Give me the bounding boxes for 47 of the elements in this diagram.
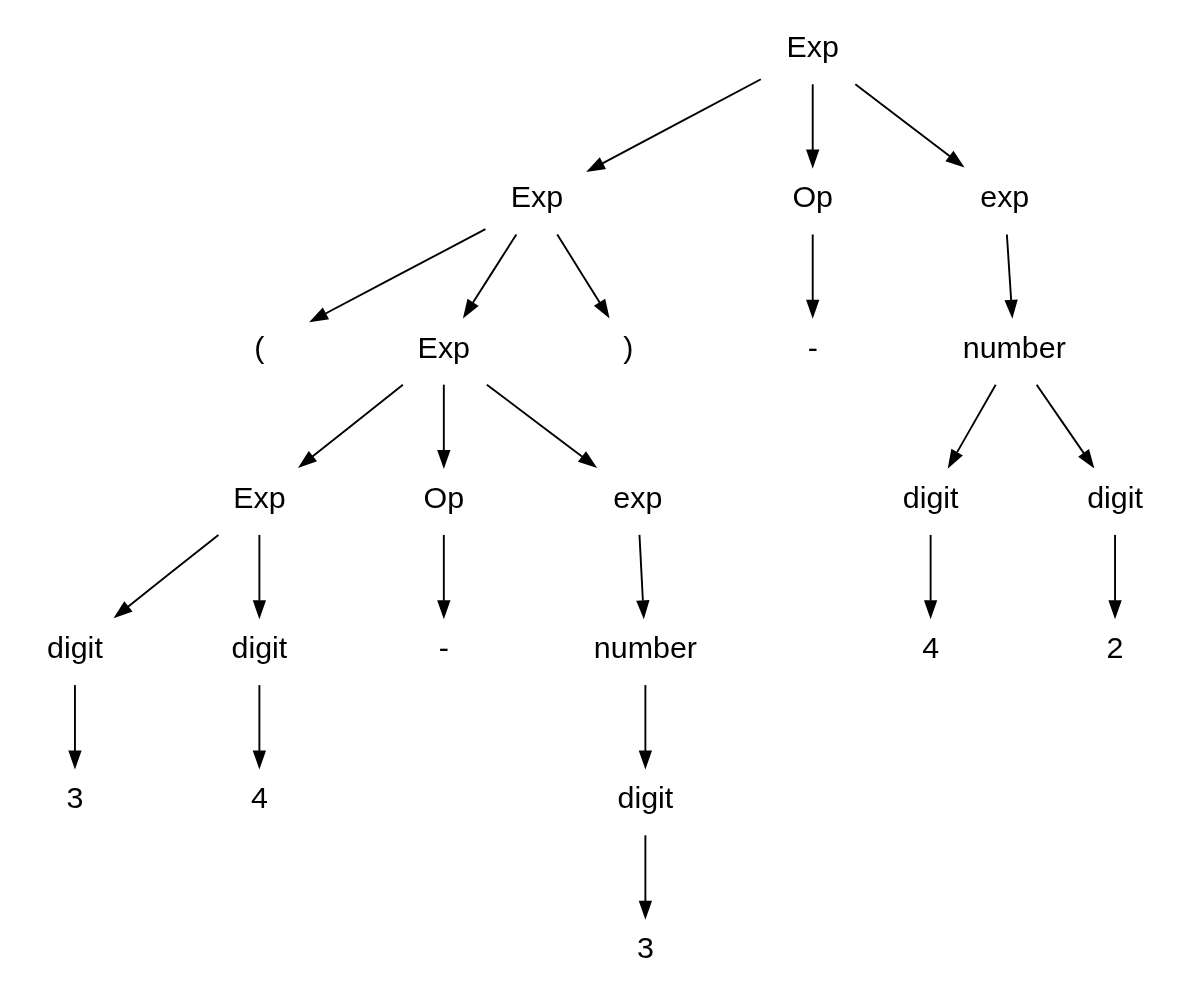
node-text: 3 — [636, 930, 654, 965]
node-text: digit — [617, 780, 674, 815]
arrow — [297, 383, 404, 468]
arrow — [854, 83, 965, 168]
node-text: - — [438, 629, 449, 664]
arrow — [252, 684, 267, 770]
node-text: Exp — [786, 29, 839, 64]
node-text: digit — [231, 629, 288, 664]
node-text: 4 — [922, 629, 940, 664]
node-text: ( — [254, 329, 265, 364]
arrow — [113, 533, 220, 619]
arrow — [1004, 233, 1018, 319]
arrow — [923, 533, 938, 620]
arrow — [68, 684, 82, 770]
arrow — [556, 233, 610, 319]
node-text: digit — [1087, 479, 1143, 514]
arrow — [806, 83, 820, 169]
arrow — [462, 233, 518, 319]
arrow — [1035, 383, 1095, 469]
arrow — [586, 78, 762, 173]
arrow — [485, 383, 598, 468]
arrow — [947, 383, 997, 469]
node-text: 3 — [66, 780, 84, 815]
node-text: Exp — [233, 479, 286, 514]
node-text: Op — [792, 179, 833, 214]
arrow — [252, 533, 267, 620]
node-text: digit — [902, 479, 959, 514]
arrow — [1108, 533, 1122, 620]
node-text: 4 — [250, 780, 268, 815]
node-text: exp — [980, 179, 1030, 214]
arrow — [638, 684, 653, 770]
node-text: digit — [47, 629, 103, 664]
node-text: ) — [623, 329, 634, 364]
node-text: 2 — [1106, 629, 1124, 664]
arrow — [806, 233, 820, 319]
node-text: number — [962, 329, 1066, 364]
node-text: exp — [613, 479, 663, 514]
arrow — [437, 533, 451, 620]
node-text: number — [593, 629, 697, 664]
node-text: - — [807, 329, 818, 364]
arrow — [309, 228, 487, 323]
node-text: Exp — [417, 329, 471, 364]
arrow — [638, 834, 653, 920]
node-text: Op — [423, 479, 465, 514]
arrow — [437, 383, 451, 470]
node-text: Exp — [510, 179, 564, 214]
arrow — [636, 533, 650, 620]
